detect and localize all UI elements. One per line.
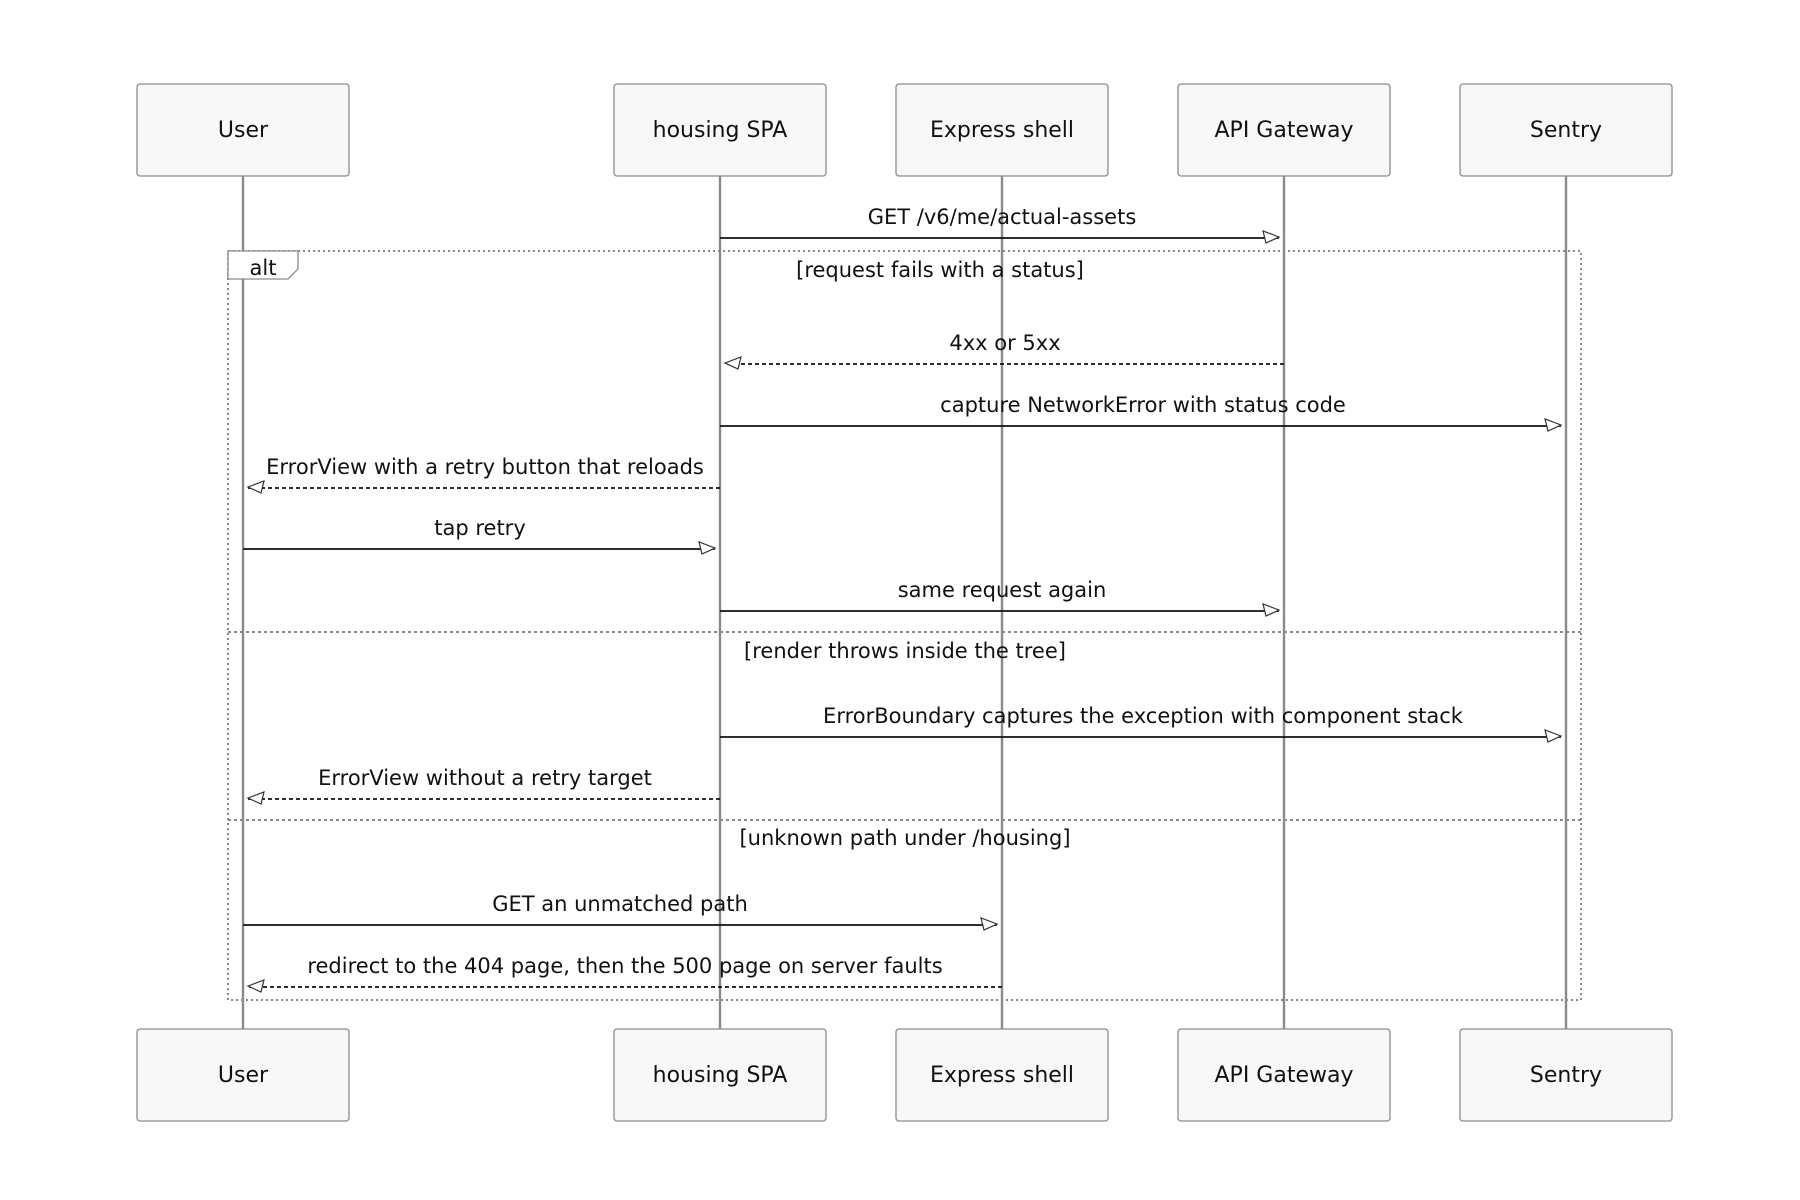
participant-express-top: Express shell	[895, 83, 1109, 177]
message-label: GET /v6/me/actual-assets	[868, 205, 1137, 229]
message-6: same request again	[720, 578, 1281, 617]
participant-box	[1177, 83, 1391, 177]
message-4: ErrorView with a retry button that reloa…	[246, 455, 720, 494]
alt-branch-guard: [unknown path under /housing]	[739, 826, 1070, 850]
alt-frame-tab	[227, 250, 299, 280]
message-arrowhead	[246, 979, 265, 993]
participant-box	[1459, 83, 1673, 177]
alt-branch-guard: [request fails with a status]	[796, 258, 1084, 282]
message-label: tap retry	[434, 516, 526, 540]
participant-label: User	[218, 1063, 269, 1088]
participant-label: Sentry	[1530, 1063, 1602, 1088]
participant-gateway-bottom: API Gateway	[1177, 1028, 1391, 1122]
message-arrowhead	[1544, 418, 1563, 432]
participant-label: housing SPA	[653, 1063, 788, 1088]
participant-label: API Gateway	[1215, 1063, 1354, 1088]
message-arrowhead	[1544, 729, 1563, 743]
message-7: ErrorBoundary captures the exception wit…	[720, 704, 1563, 743]
participant-label: User	[218, 118, 269, 143]
message-1: GET /v6/me/actual-assets	[720, 205, 1281, 244]
participant-box	[613, 83, 827, 177]
participant-box	[136, 83, 350, 177]
participants-bottom: User housing SPA Express shell API Gateway S…	[136, 1028, 1673, 1122]
message-label: ErrorView without a retry target	[318, 766, 652, 790]
message-arrowhead	[1262, 603, 1281, 617]
alt-frame-keyword: alt	[250, 256, 277, 280]
message-5: tap retry	[243, 516, 717, 555]
participant-label: Express shell	[930, 1063, 1074, 1088]
alt-frame: alt [request fails with a status] [render …	[227, 250, 1582, 1001]
participant-label: Sentry	[1530, 118, 1602, 143]
participants-top: User housing SPA Express shell API Gateway S…	[136, 83, 1673, 177]
participant-user-bottom: User	[136, 1028, 350, 1122]
alt-frame-border	[227, 250, 1582, 1001]
message-arrowhead	[698, 541, 717, 555]
message-label: ErrorBoundary captures the exception wit…	[823, 704, 1464, 728]
participant-box	[136, 1028, 350, 1122]
participant-express-bottom: Express shell	[895, 1028, 1109, 1122]
message-arrowhead	[723, 356, 742, 370]
participant-box	[1177, 1028, 1391, 1122]
message-label: GET an unmatched path	[492, 892, 748, 916]
message-arrowhead	[980, 917, 999, 931]
participant-spa-bottom: housing SPA	[613, 1028, 827, 1122]
messages: GET /v6/me/actual-assets 4xx or 5xx captur…	[243, 205, 1563, 993]
message-arrowhead	[246, 480, 265, 494]
participant-sentry-bottom: Sentry	[1459, 1028, 1673, 1122]
participant-user-top: User	[136, 83, 350, 177]
message-10: redirect to the 404 page, then the 500 p…	[246, 954, 1002, 993]
message-label: capture NetworkError with status code	[940, 393, 1346, 417]
participant-label: API Gateway	[1215, 118, 1354, 143]
message-label: ErrorView with a retry button that reloa…	[266, 455, 704, 479]
message-arrowhead	[246, 791, 265, 805]
participant-box	[613, 1028, 827, 1122]
message-8: ErrorView without a retry target	[246, 766, 720, 805]
message-label: redirect to the 404 page, then the 500 p…	[307, 954, 942, 978]
participant-label: housing SPA	[653, 118, 788, 143]
message-9: GET an unmatched path	[243, 892, 999, 931]
participant-box	[895, 83, 1109, 177]
participant-box	[1459, 1028, 1673, 1122]
message-arrowhead	[1262, 230, 1281, 244]
message-2: 4xx or 5xx	[723, 331, 1284, 370]
message-label: same request again	[898, 578, 1107, 602]
lifelines	[241, 176, 1568, 1029]
participant-label: Express shell	[930, 118, 1074, 143]
message-label: 4xx or 5xx	[949, 331, 1060, 355]
alt-branch-guard: [render throws inside the tree]	[744, 639, 1066, 663]
participant-sentry-top: Sentry	[1459, 83, 1673, 177]
participant-box	[895, 1028, 1109, 1122]
participant-spa-top: housing SPA	[613, 83, 827, 177]
participant-gateway-top: API Gateway	[1177, 83, 1391, 177]
message-3: capture NetworkError with status code	[720, 393, 1563, 432]
